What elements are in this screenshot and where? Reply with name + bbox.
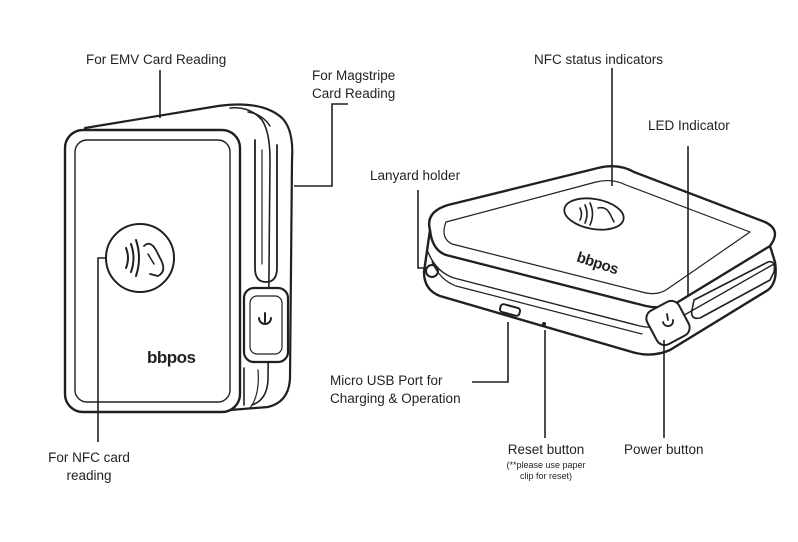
label-magstripe-2: Card Reading [312,86,396,101]
brand-logo-front: bbpos [147,348,196,367]
label-magstripe-1: For Magstripe [312,68,396,83]
power-icon [258,312,272,325]
leader-lines [97,68,689,442]
label-nfc-card-2: reading [66,468,112,483]
label-usb-1: Micro USB Port for [330,373,443,388]
label-led: LED Indicator [648,118,730,133]
power-icon [662,313,674,327]
label-usb-2: Charging & Operation [330,391,461,406]
label-reset-note-2: clip for reset) [519,471,572,481]
label-nfc-status: NFC status indicators [534,52,664,67]
label-emv: For EMV Card Reading [86,52,227,67]
label-power: Power button [624,442,704,457]
label-reset-note-1: (**please use paper [506,460,586,470]
contactless-icon [563,197,625,231]
device-front-view [63,103,294,414]
label-reset: Reset button [507,442,585,457]
label-lanyard: Lanyard holder [370,168,461,183]
label-nfc-card-1: For NFC card [48,450,130,465]
